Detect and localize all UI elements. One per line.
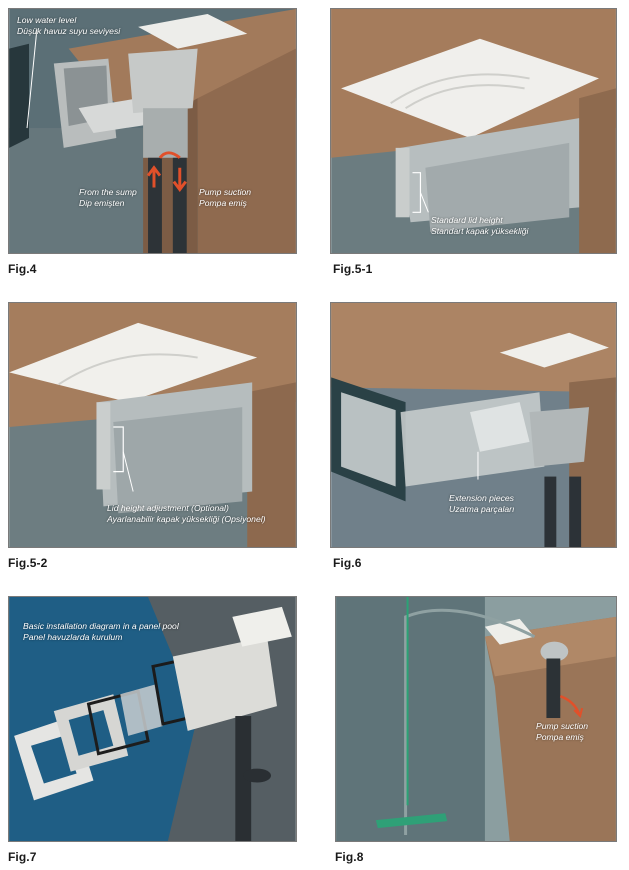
fig5-1-standard-lid-height-caption: Standard lid height Standart kapak yükse…: [431, 215, 529, 236]
fig4-label: Fig.4: [8, 262, 37, 276]
fig4-pump-suction-caption: Pump suction Pompa emiş: [199, 187, 252, 208]
figure-8-illustration: Pump suction Pompa emiş: [335, 596, 617, 842]
fig5-1-standard-lid-cutaway: [331, 9, 616, 253]
fig5-2-lid-adjustment-caption: Lid height adjustment (Optional) Ayarlan…: [107, 503, 266, 524]
fig6-extension-pieces-caption: Extension pieces Uzatma parçaları: [449, 493, 515, 514]
figure-6-illustration: Extension pieces Uzatma parçaları: [330, 302, 617, 548]
fig5-1-label: Fig.5-1: [333, 262, 373, 276]
fig6-label: Fig.6: [333, 556, 362, 570]
fig5-2-label: Fig.5-2: [8, 556, 48, 570]
figure-5-2-illustration: Lid height adjustment (Optional) Ayarlan…: [8, 302, 297, 548]
fig8-pump-suction-caption: Pump suction Pompa emiş: [536, 721, 589, 742]
fig7-basic-installation-caption: Basic installation diagram in a panel po…: [23, 621, 179, 642]
figure-5-1-illustration: Standard lid height Standart kapak yükse…: [330, 8, 617, 254]
fig7-label: Fig.7: [8, 850, 37, 864]
fig8-pump-suction-vacuum-view: [336, 597, 616, 841]
fig4-skimmer-cutaway: [9, 9, 296, 253]
fig4-from-sump-caption: From the sump Dip emişten: [79, 187, 137, 208]
figure-4-illustration: Low water level Düşük havuz suyu seviyes…: [8, 8, 297, 254]
fig6-extension-pieces-cutaway: [331, 303, 616, 547]
fig5-2-lid-adjustment-cutaway: [9, 303, 296, 547]
figure-7-illustration: Basic installation diagram in a panel po…: [8, 596, 297, 842]
fig4-low-water-level-caption: Low water level Düşük havuz suyu seviyes…: [17, 15, 121, 36]
fig8-label: Fig.8: [335, 850, 364, 864]
fig7-panel-pool-exploded-view: [9, 597, 296, 841]
